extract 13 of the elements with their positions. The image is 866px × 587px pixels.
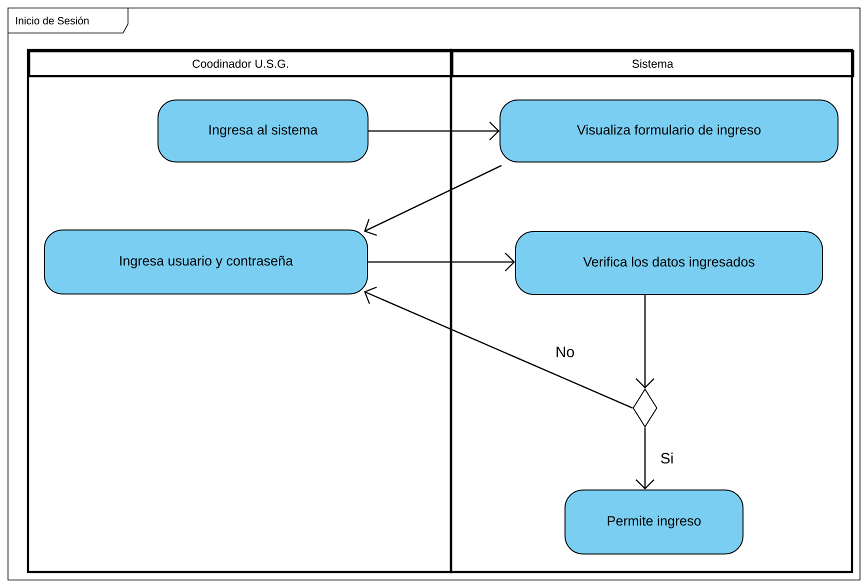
edge-label: Si — [659, 452, 675, 465]
activity-box: Permite ingreso — [564, 490, 744, 554]
arrow — [368, 252, 515, 272]
arrow — [364, 164, 502, 236]
activity-box: Ingresa usuario y contraseña — [44, 230, 368, 294]
arrow — [636, 428, 654, 490]
arrow — [364, 286, 633, 409]
arrow — [636, 295, 654, 388]
edge-label: No — [554, 346, 576, 358]
activity-box: Verifica los datos ingresados — [515, 231, 823, 295]
activity-box: Visualiza formulario de ingreso — [500, 100, 838, 162]
activity-box: Ingresa al sistema — [158, 100, 368, 162]
arrow — [368, 122, 500, 140]
